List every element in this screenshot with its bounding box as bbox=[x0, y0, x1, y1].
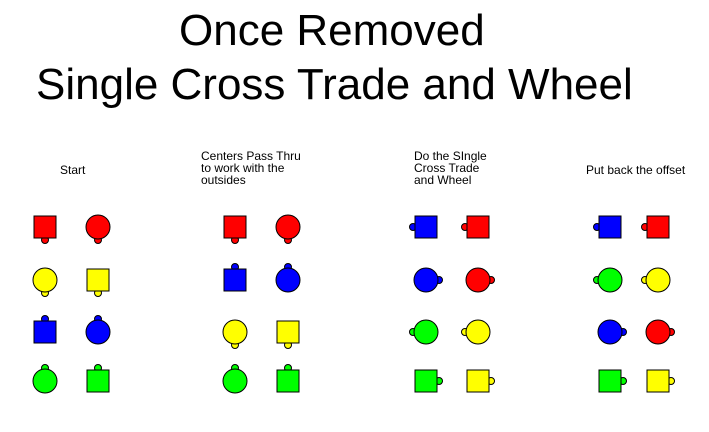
dancer-body-square bbox=[414, 369, 438, 393]
dancer-body-circle bbox=[645, 267, 671, 293]
dancer-blue-circle-facing-up bbox=[275, 263, 301, 293]
dancer-body-square bbox=[466, 369, 490, 393]
dancer-blue-circle-facing-up bbox=[85, 315, 111, 345]
panel-3-label: Do the SIngle Cross Trade and Wheel bbox=[414, 149, 487, 187]
dancer-green-circle-facing-up bbox=[32, 364, 58, 394]
dancer-body-circle bbox=[275, 214, 301, 240]
panel-1-formation bbox=[32, 214, 111, 394]
dancer-green-square-facing-right bbox=[598, 369, 627, 393]
dancer-yellow-square-facing-down bbox=[276, 320, 300, 349]
dancer-red-square-facing-left bbox=[641, 215, 670, 239]
dancer-body-square bbox=[646, 215, 670, 239]
dancer-red-circle-facing-down bbox=[85, 214, 111, 244]
title-line-1: Once Removed bbox=[179, 6, 485, 55]
dancer-blue-circle-facing-right bbox=[413, 267, 443, 293]
dancer-body-circle bbox=[465, 319, 491, 345]
dancer-yellow-square-facing-right bbox=[466, 369, 495, 393]
panel-3-formation bbox=[409, 215, 495, 393]
dancer-blue-square-facing-up bbox=[33, 315, 57, 344]
dancer-red-square-facing-down bbox=[223, 215, 247, 244]
dancer-yellow-circle-facing-left bbox=[641, 267, 671, 293]
dancer-body-square bbox=[598, 215, 622, 239]
title-line-2: Single Cross Trade and Wheel bbox=[36, 60, 633, 109]
dancer-green-circle-facing-up bbox=[222, 364, 248, 394]
dancer-body-circle bbox=[597, 319, 623, 345]
dancer-body-square bbox=[223, 215, 247, 239]
panel-1-label: Start bbox=[60, 163, 86, 177]
dancer-body-circle bbox=[32, 267, 58, 293]
dancer-body-square bbox=[86, 268, 110, 292]
dancer-body-square bbox=[646, 369, 670, 393]
dancer-body-square bbox=[33, 215, 57, 239]
dancer-red-circle-facing-right bbox=[645, 319, 675, 345]
dancer-yellow-square-facing-down bbox=[86, 268, 110, 297]
dancer-body-circle bbox=[222, 368, 248, 394]
dancer-body-circle bbox=[413, 319, 439, 345]
dancer-body-circle bbox=[413, 267, 439, 293]
dancer-red-square-facing-down bbox=[33, 215, 57, 244]
dancer-body-square bbox=[33, 320, 57, 344]
dancer-red-circle-facing-right bbox=[465, 267, 495, 293]
dancer-green-square-facing-up bbox=[86, 364, 110, 393]
dancer-blue-square-facing-up bbox=[223, 263, 247, 292]
dancer-blue-square-facing-left bbox=[593, 215, 622, 239]
dancer-yellow-circle-facing-down bbox=[32, 267, 58, 297]
dancer-body-circle bbox=[85, 214, 111, 240]
panel-2-formation bbox=[222, 214, 301, 394]
panel-2-label: Centers Pass Thru to work with the outsi… bbox=[201, 149, 301, 187]
dancer-red-square-facing-left bbox=[461, 215, 490, 239]
dancer-body-square bbox=[86, 369, 110, 393]
dancer-green-circle-facing-left bbox=[409, 319, 439, 345]
dancer-yellow-circle-facing-down bbox=[222, 319, 248, 349]
dancer-body-circle bbox=[597, 267, 623, 293]
dancer-green-circle-facing-left bbox=[593, 267, 623, 293]
dancer-blue-circle-facing-right bbox=[597, 319, 627, 345]
dancer-body-circle bbox=[222, 319, 248, 345]
dancer-yellow-square-facing-right bbox=[646, 369, 675, 393]
dancer-red-circle-facing-down bbox=[275, 214, 301, 244]
dancer-body-square bbox=[276, 369, 300, 393]
dancer-yellow-circle-facing-left bbox=[461, 319, 491, 345]
dancer-body-square bbox=[466, 215, 490, 239]
dancer-green-square-facing-right bbox=[414, 369, 443, 393]
dancer-body-square bbox=[223, 268, 247, 292]
dancer-body-circle bbox=[645, 319, 671, 345]
dancer-green-square-facing-up bbox=[276, 364, 300, 393]
panel-4-label: Put back the offset bbox=[586, 163, 686, 177]
dancer-body-circle bbox=[465, 267, 491, 293]
panel-4-formation bbox=[593, 215, 675, 393]
dancer-body-circle bbox=[85, 319, 111, 345]
dancer-body-square bbox=[276, 320, 300, 344]
dancer-blue-square-facing-left bbox=[409, 215, 438, 239]
dancer-body-circle bbox=[32, 368, 58, 394]
dancer-body-square bbox=[414, 215, 438, 239]
dancer-body-square bbox=[598, 369, 622, 393]
dancer-body-circle bbox=[275, 267, 301, 293]
